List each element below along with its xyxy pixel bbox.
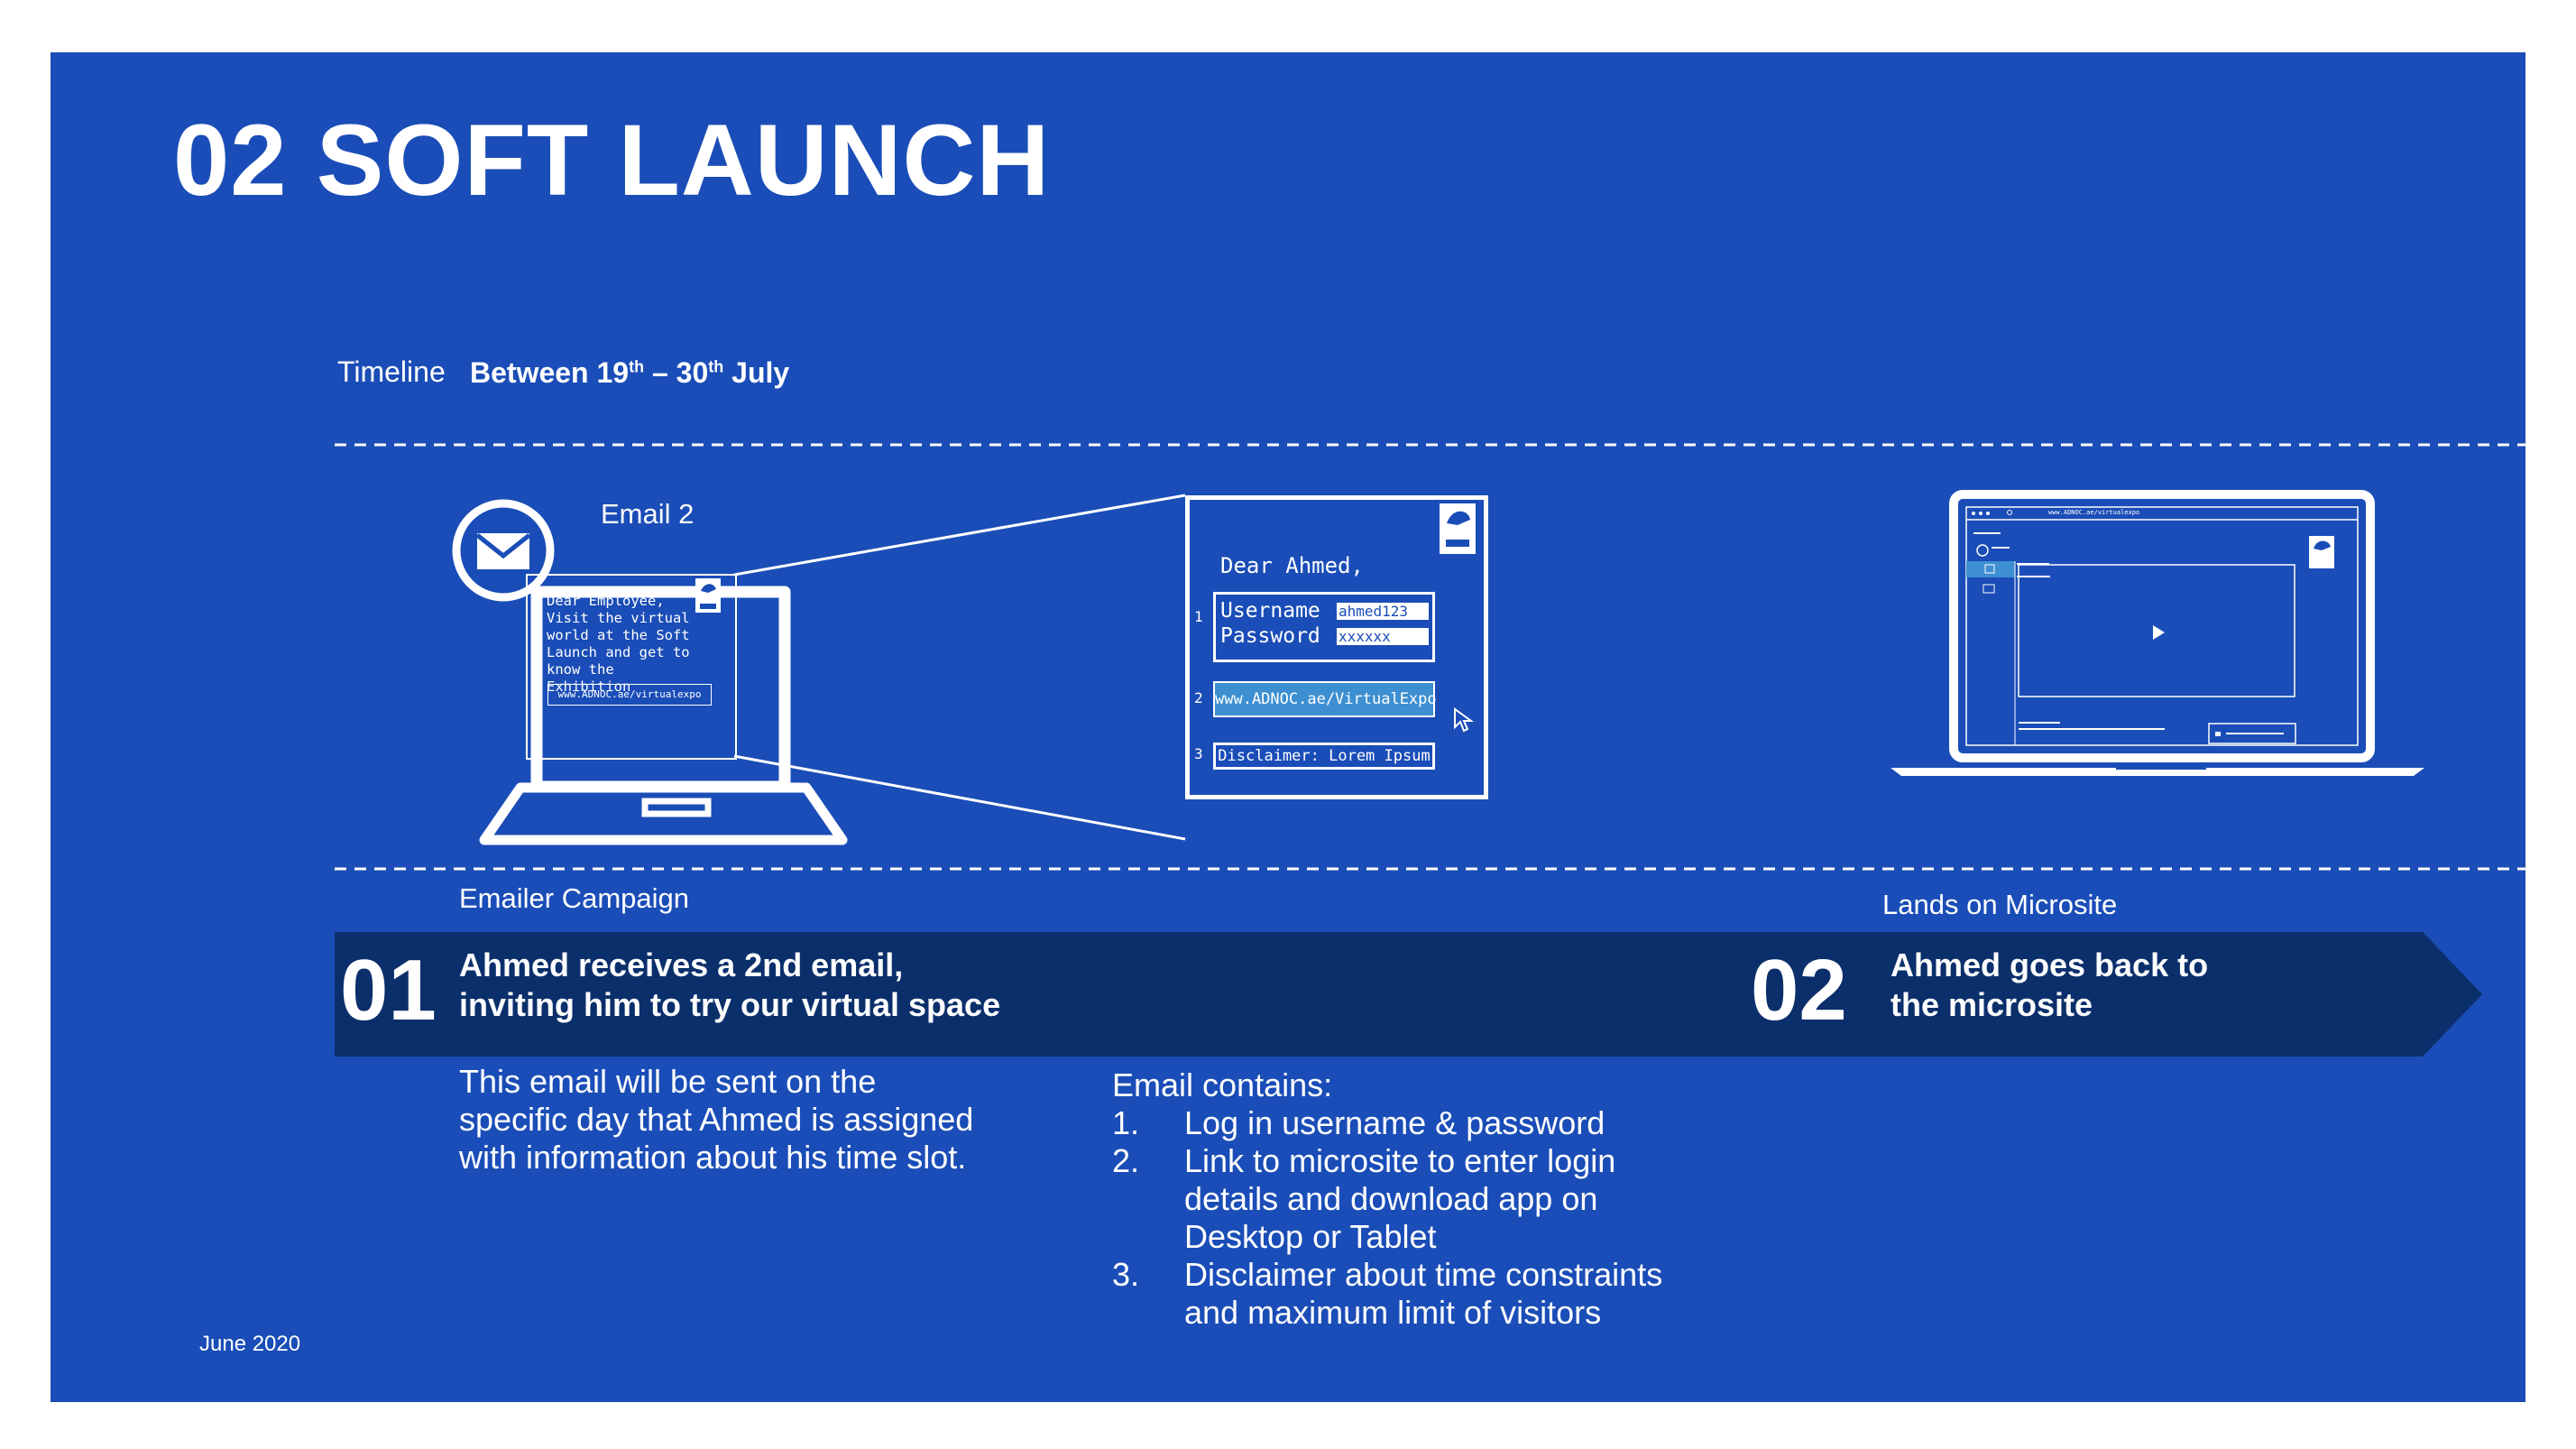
timeline-arrow-top <box>335 443 2525 447</box>
credentials-box <box>1213 592 1435 662</box>
timeline-arrow-bottom <box>335 867 2525 871</box>
step-1-description: This email will be sent on the specific … <box>459 1063 974 1176</box>
zoom-lines <box>733 494 1186 841</box>
marker-3: 3 <box>1194 745 1203 762</box>
email-preview-body: Dear Employee, Visit the virtual world a… <box>547 593 690 695</box>
email-contains-heading: Email contains: <box>1112 1066 1333 1103</box>
microsite-link-button[interactable]: www.ADNOC.ae/VirtualExpo <box>1213 681 1437 717</box>
marker-1: 1 <box>1194 608 1203 625</box>
cursor-icon <box>1454 707 1475 733</box>
lands-on-microsite-label: Lands on Microsite <box>1882 889 2118 920</box>
list-item: 3. Disclaimer about time constraints and… <box>1112 1256 1663 1331</box>
email-preview <box>526 574 737 760</box>
microsite-url-bar: www.ADNOC.ae/virtualexpo <box>2048 509 2140 516</box>
username-field[interactable]: ahmed123 <box>1337 603 1429 620</box>
list-item: 1. Log in username & password <box>1112 1104 1605 1141</box>
date-footer: June 2020 <box>199 1332 301 1356</box>
email-zoom-panel <box>1185 495 1488 799</box>
adnoc-logo <box>1440 503 1476 554</box>
timeline-label: Timeline <box>337 355 446 388</box>
email-greeting: Dear Ahmed, <box>1220 553 1364 578</box>
adnoc-logo-small <box>695 578 721 613</box>
email-contents: Email contains: 1. Log in username & pas… <box>1112 1066 1762 1332</box>
slide: 02 SOFT LAUNCH Timeline Between 19th – 3… <box>51 52 2525 1402</box>
marker-2: 2 <box>1194 689 1203 706</box>
email-preview-link-button[interactable]: www.ADNOC.ae/virtualexpo <box>547 684 712 706</box>
emailer-campaign-label: Emailer Campaign <box>459 882 689 914</box>
microsite-laptop-illustration <box>1891 490 2424 776</box>
step-1-title: Ahmed receives a 2nd email, inviting him… <box>459 946 1001 1023</box>
step-2-number: 02 <box>1751 942 1847 1038</box>
list-item: 2. Link to microsite to enter login deta… <box>1112 1142 1616 1255</box>
password-field[interactable]: xxxxxx <box>1337 628 1429 645</box>
step-1-number: 01 <box>340 942 437 1038</box>
step-2-title: Ahmed goes back to the microsite <box>1891 946 2209 1023</box>
disclaimer-box: Disclaimer: Lorem Ipsum <box>1213 743 1435 770</box>
timeline-dates: Between 19th – 30th July <box>470 356 790 389</box>
page-title: 02 SOFT LAUNCH <box>173 104 1051 217</box>
credentials-labels: Username Password <box>1220 599 1320 648</box>
stage-band <box>335 932 2482 1057</box>
email-contents-list: 1. Log in username & password 2. Link to… <box>1112 1104 1762 1332</box>
email-2-label: Email 2 <box>601 498 695 530</box>
laptop-email-illustration <box>479 586 848 845</box>
